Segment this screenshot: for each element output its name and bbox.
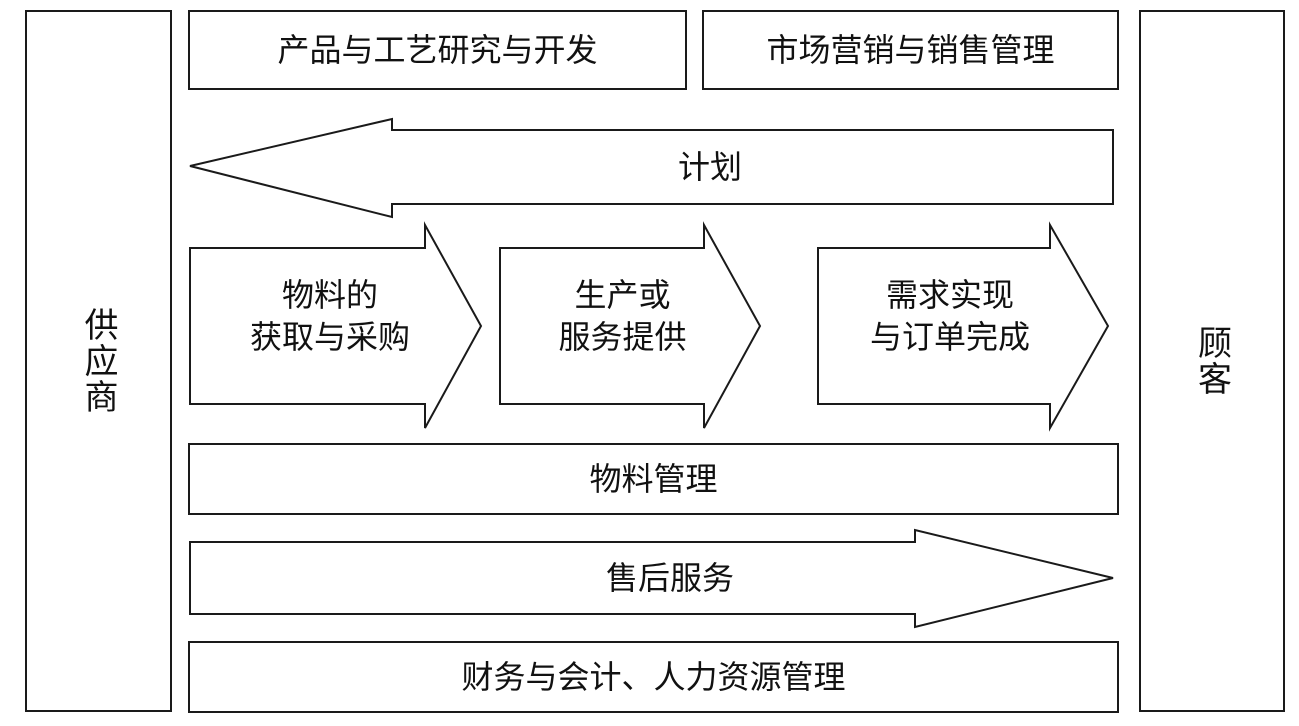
plan-label: 计划	[677, 148, 742, 186]
material-label: 物料管理	[589, 460, 718, 498]
procurement-label: 物料的 获取与采购	[205, 275, 455, 358]
production-arrow	[499, 221, 762, 429]
finance-label: 财务与会计、人力资源管理	[461, 658, 846, 696]
production-label: 生产或 服务提供	[515, 275, 730, 358]
customer-box: 顾客	[1139, 10, 1285, 712]
fulfillment-label: 需求实现 与订单完成	[825, 275, 1075, 358]
aftersales-arrow	[189, 528, 1114, 629]
supplier-label: 供应商	[78, 307, 118, 415]
marketing-label: 市场营销与销售管理	[766, 31, 1055, 69]
supplier-box: 供应商	[25, 10, 172, 712]
rd-box: 产品与工艺研究与开发	[188, 10, 687, 90]
fulfillment-line2: 与订单完成	[869, 317, 1030, 356]
procurement-arrow	[189, 221, 483, 429]
plan-arrow	[189, 117, 1114, 219]
fulfillment-arrow	[817, 221, 1110, 432]
procurement-line1: 物料的	[281, 276, 378, 314]
finance-box: 财务与会计、人力资源管理	[188, 641, 1119, 713]
production-line2: 服务提供	[558, 317, 687, 356]
aftersales-label: 售后服务	[605, 559, 734, 597]
procurement-line2: 获取与采购	[249, 317, 410, 356]
fulfillment-line1: 需求实现	[885, 276, 1014, 314]
material-box: 物料管理	[188, 443, 1119, 515]
marketing-box: 市场营销与销售管理	[702, 10, 1119, 90]
customer-label: 顾客	[1191, 325, 1232, 397]
production-line1: 生产或	[574, 276, 671, 314]
rd-label: 产品与工艺研究与开发	[277, 31, 598, 69]
